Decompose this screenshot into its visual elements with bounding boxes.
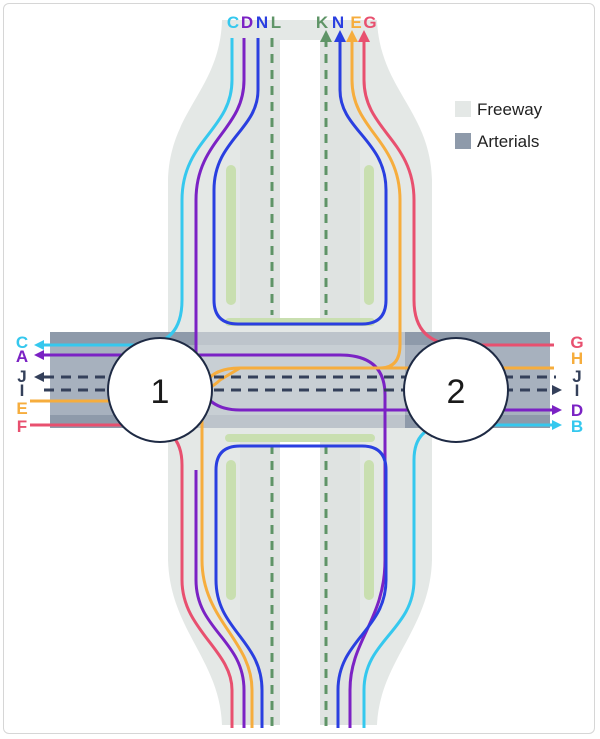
top-label-K: K — [316, 13, 329, 32]
median-se — [364, 460, 374, 600]
signal-1-circle — [107, 337, 213, 443]
route-N-south — [214, 444, 388, 728]
top-label-G: G — [363, 13, 376, 32]
right-label-B: B — [571, 417, 583, 436]
median-ne — [364, 165, 374, 305]
top-label-N-left: N — [256, 13, 268, 32]
arrow-G — [358, 30, 370, 42]
arrow-K — [320, 30, 332, 42]
arrow-A — [34, 350, 44, 360]
arrow-C — [34, 340, 44, 350]
left-label-I: I — [20, 381, 25, 400]
arrow-B — [552, 420, 562, 430]
freeway-overpass — [195, 320, 405, 440]
legend-freeway-swatch — [455, 101, 471, 117]
left-label-F: F — [17, 417, 27, 436]
left-label-E: E — [16, 399, 27, 418]
median-sw — [226, 460, 236, 600]
arrow-E — [346, 30, 358, 42]
legend-arterials-swatch — [455, 133, 471, 149]
legend-arterials-label: Arterials — [477, 132, 539, 151]
arrow-I — [552, 385, 562, 395]
right-label-D: D — [571, 401, 583, 420]
route-D — [194, 38, 552, 412]
top-label-N-right: N — [332, 13, 344, 32]
right-label-J: J — [572, 367, 581, 386]
arrow-D — [552, 405, 562, 415]
freeway-median-north — [280, 40, 320, 320]
signal-1-label: 1 — [151, 373, 170, 411]
median-south-bar — [225, 434, 375, 442]
route-H — [200, 366, 554, 728]
freeway-median-south — [280, 440, 320, 725]
top-label-C: C — [227, 13, 239, 32]
signal-2-label: 2 — [447, 373, 466, 411]
right-label-H: H — [571, 349, 583, 368]
legend-freeway-label: Freeway — [477, 100, 543, 119]
right-label-G: G — [570, 333, 583, 352]
route-N-north — [212, 38, 388, 326]
right-label-I: I — [575, 381, 580, 400]
arrow-J — [34, 372, 44, 382]
route-D-south — [194, 470, 246, 728]
left-label-A: A — [16, 347, 28, 366]
top-label-L: L — [271, 13, 281, 32]
diagram-frame — [3, 3, 595, 734]
signal-2-circle — [403, 337, 509, 443]
left-label-J: J — [17, 367, 26, 386]
top-label-D: D — [241, 13, 253, 32]
median-nw — [226, 165, 236, 305]
arrow-N — [334, 30, 346, 42]
left-label-C: C — [16, 333, 28, 352]
top-label-E: E — [350, 13, 361, 32]
